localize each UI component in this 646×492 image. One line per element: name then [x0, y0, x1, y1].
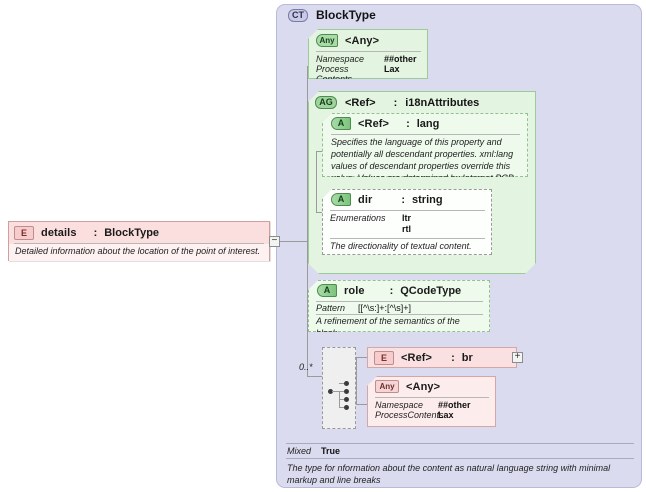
attribute-dir-facets: Enumerations ltr rtl — [323, 211, 491, 237]
connector-choice-br — [356, 357, 368, 358]
any-bottom-box[interactable]: Any <Any> Namespace ##other ProcessConte… — [367, 376, 496, 427]
attribute-lang-box[interactable]: A <Ref> : lang Specifies the language of… — [322, 113, 528, 177]
any-top-name: <Any> — [345, 34, 380, 47]
connector-branch-choice — [307, 376, 322, 377]
connector-choice-trunk — [356, 357, 357, 405]
attribute-group-header: AG <Ref> : i18nAttributes — [315, 96, 479, 109]
mixed-footer: Mixed True The type for nformation about… — [286, 443, 634, 486]
connector-ag-trunk — [316, 151, 317, 212]
attribute-lang-header: A <Ref> : lang — [323, 114, 527, 133]
attribute-role-type: QCodeType — [400, 284, 462, 297]
any-top-facet-value-0: ##other — [384, 54, 417, 64]
attribute-dir-facet-key: Enumerations — [330, 213, 386, 223]
attribute-lang-type: lang — [416, 117, 440, 130]
attribute-badge: A — [331, 117, 351, 130]
mixed-divider-top — [286, 443, 634, 444]
attribute-role-divider-2 — [316, 314, 483, 315]
attribute-dir-enum-1: rtl — [402, 224, 411, 235]
any-bottom-facet-key-0: Namespace — [375, 400, 424, 410]
attribute-dir-header: A dir : string — [323, 190, 491, 209]
any-badge: Any — [375, 380, 399, 393]
attribute-dir-divider-1 — [330, 210, 485, 211]
element-badge: E — [14, 226, 34, 240]
mixed-value: True — [321, 446, 341, 456]
br-header: E <Ref> : br — [368, 348, 516, 368]
attribute-role-facet-key: Pattern — [316, 303, 346, 313]
ag-separator: : — [393, 96, 398, 109]
attribute-role-header: A role : QCodeType — [309, 281, 489, 300]
complextype-badge: CT — [288, 8, 308, 22]
details-type: BlockType — [104, 227, 160, 239]
any-bottom-facet-value-1: Lax — [438, 410, 454, 420]
attribute-dir-documentation: The directionality of textual content. — [330, 240, 472, 251]
any-top-divider — [316, 51, 421, 52]
ag-name: <Ref> — [345, 96, 376, 109]
attribute-badge: A — [317, 284, 337, 297]
attribute-role-box[interactable]: A role : QCodeType Pattern [[^\s:]+:[^\s… — [308, 280, 490, 332]
attribute-dir-box[interactable]: A dir : string Enumerations ltr rtl The … — [322, 189, 492, 255]
details-element-box[interactable]: E details : BlockType Detailed informati… — [8, 221, 270, 261]
complex-type-name: BlockType — [316, 8, 376, 22]
connector-details-trunk — [280, 241, 307, 242]
details-header: E details : BlockType — [9, 222, 269, 243]
br-separator: : — [451, 352, 455, 364]
any-bottom-facets: Namespace ##other ProcessContents Lax — [368, 398, 495, 420]
details-documentation: Detailed information about the location … — [9, 244, 269, 261]
any-top-box[interactable]: Any <Any> Namespace ##other Process Cont… — [308, 29, 428, 79]
any-bottom-facet-key-1: ProcessContents — [375, 410, 444, 420]
any-bottom-facet-value-0: ##other — [438, 400, 471, 410]
attribute-dir-divider-2 — [330, 237, 485, 239]
any-top-facet-key-0: Namespace — [316, 54, 365, 64]
br-element-box[interactable]: E <Ref> : br — [367, 347, 517, 368]
any-badge: Any — [316, 34, 338, 47]
attribute-dir-separator: : — [401, 193, 406, 206]
element-badge: E — [374, 351, 394, 365]
attribute-lang-divider — [331, 134, 520, 135]
any-bottom-divider — [375, 397, 489, 398]
attribute-dir-enum-0: ltr — [402, 213, 411, 223]
attribute-role-name: role — [344, 284, 365, 297]
br-type: br — [461, 352, 473, 364]
details-divider — [14, 243, 264, 244]
mixed-divider-bottom — [286, 458, 634, 459]
connector-main-trunk — [307, 66, 308, 376]
mixed-label: Mixed — [287, 446, 312, 456]
details-name: details — [41, 227, 77, 239]
attribute-lang-name: <Ref> — [358, 117, 390, 130]
attribute-role-separator: : — [389, 284, 394, 297]
attribute-role-facet-value: [[^\s:]+:[^\s]+] — [358, 303, 411, 313]
attribute-lang-separator: : — [406, 117, 410, 130]
any-bottom-name: <Any> — [406, 380, 441, 393]
choice-compositor-box[interactable] — [322, 347, 356, 429]
attribute-dir-name: dir — [358, 193, 373, 206]
attribute-role-facets: Pattern [[^\s:]+:[^\s]+] — [309, 302, 489, 314]
connector-choice-any — [356, 404, 368, 405]
br-expand-toggle[interactable]: + — [512, 352, 523, 363]
complex-type-header: CT BlockType — [288, 8, 376, 22]
details-collapse-toggle[interactable]: − — [269, 236, 280, 247]
any-top-header: Any <Any> — [309, 30, 427, 50]
br-name: <Ref> — [401, 352, 433, 364]
attribute-badge: A — [331, 193, 351, 206]
attribute-lang-documentation: Specifies the language of this property … — [331, 137, 514, 177]
attribute-dir-type: string — [412, 193, 443, 206]
any-bottom-header: Any <Any> — [368, 377, 495, 396]
attributegroup-badge: AG — [315, 96, 337, 109]
any-top-facet-value-1: Lax — [384, 64, 400, 74]
connector-ag-branch-lang — [316, 151, 325, 152]
attribute-role-documentation: A refinement of the semantics of the blo… — [316, 316, 460, 332]
connector-ag-branch-dir — [316, 212, 325, 213]
ag-type: i18nAttributes — [405, 96, 480, 109]
mixed-row-values: Mixed True — [286, 444, 634, 458]
choice-cardinality: 0..* — [299, 362, 313, 372]
any-top-facet-key-1: Process Contents — [316, 64, 352, 79]
any-top-facets: Namespace ##other Process Contents Lax — [309, 52, 427, 79]
complex-type-documentation: The type for nformation about the conten… — [287, 463, 611, 486]
attribute-role-divider-1 — [316, 301, 483, 302]
details-separator: : — [93, 227, 98, 239]
